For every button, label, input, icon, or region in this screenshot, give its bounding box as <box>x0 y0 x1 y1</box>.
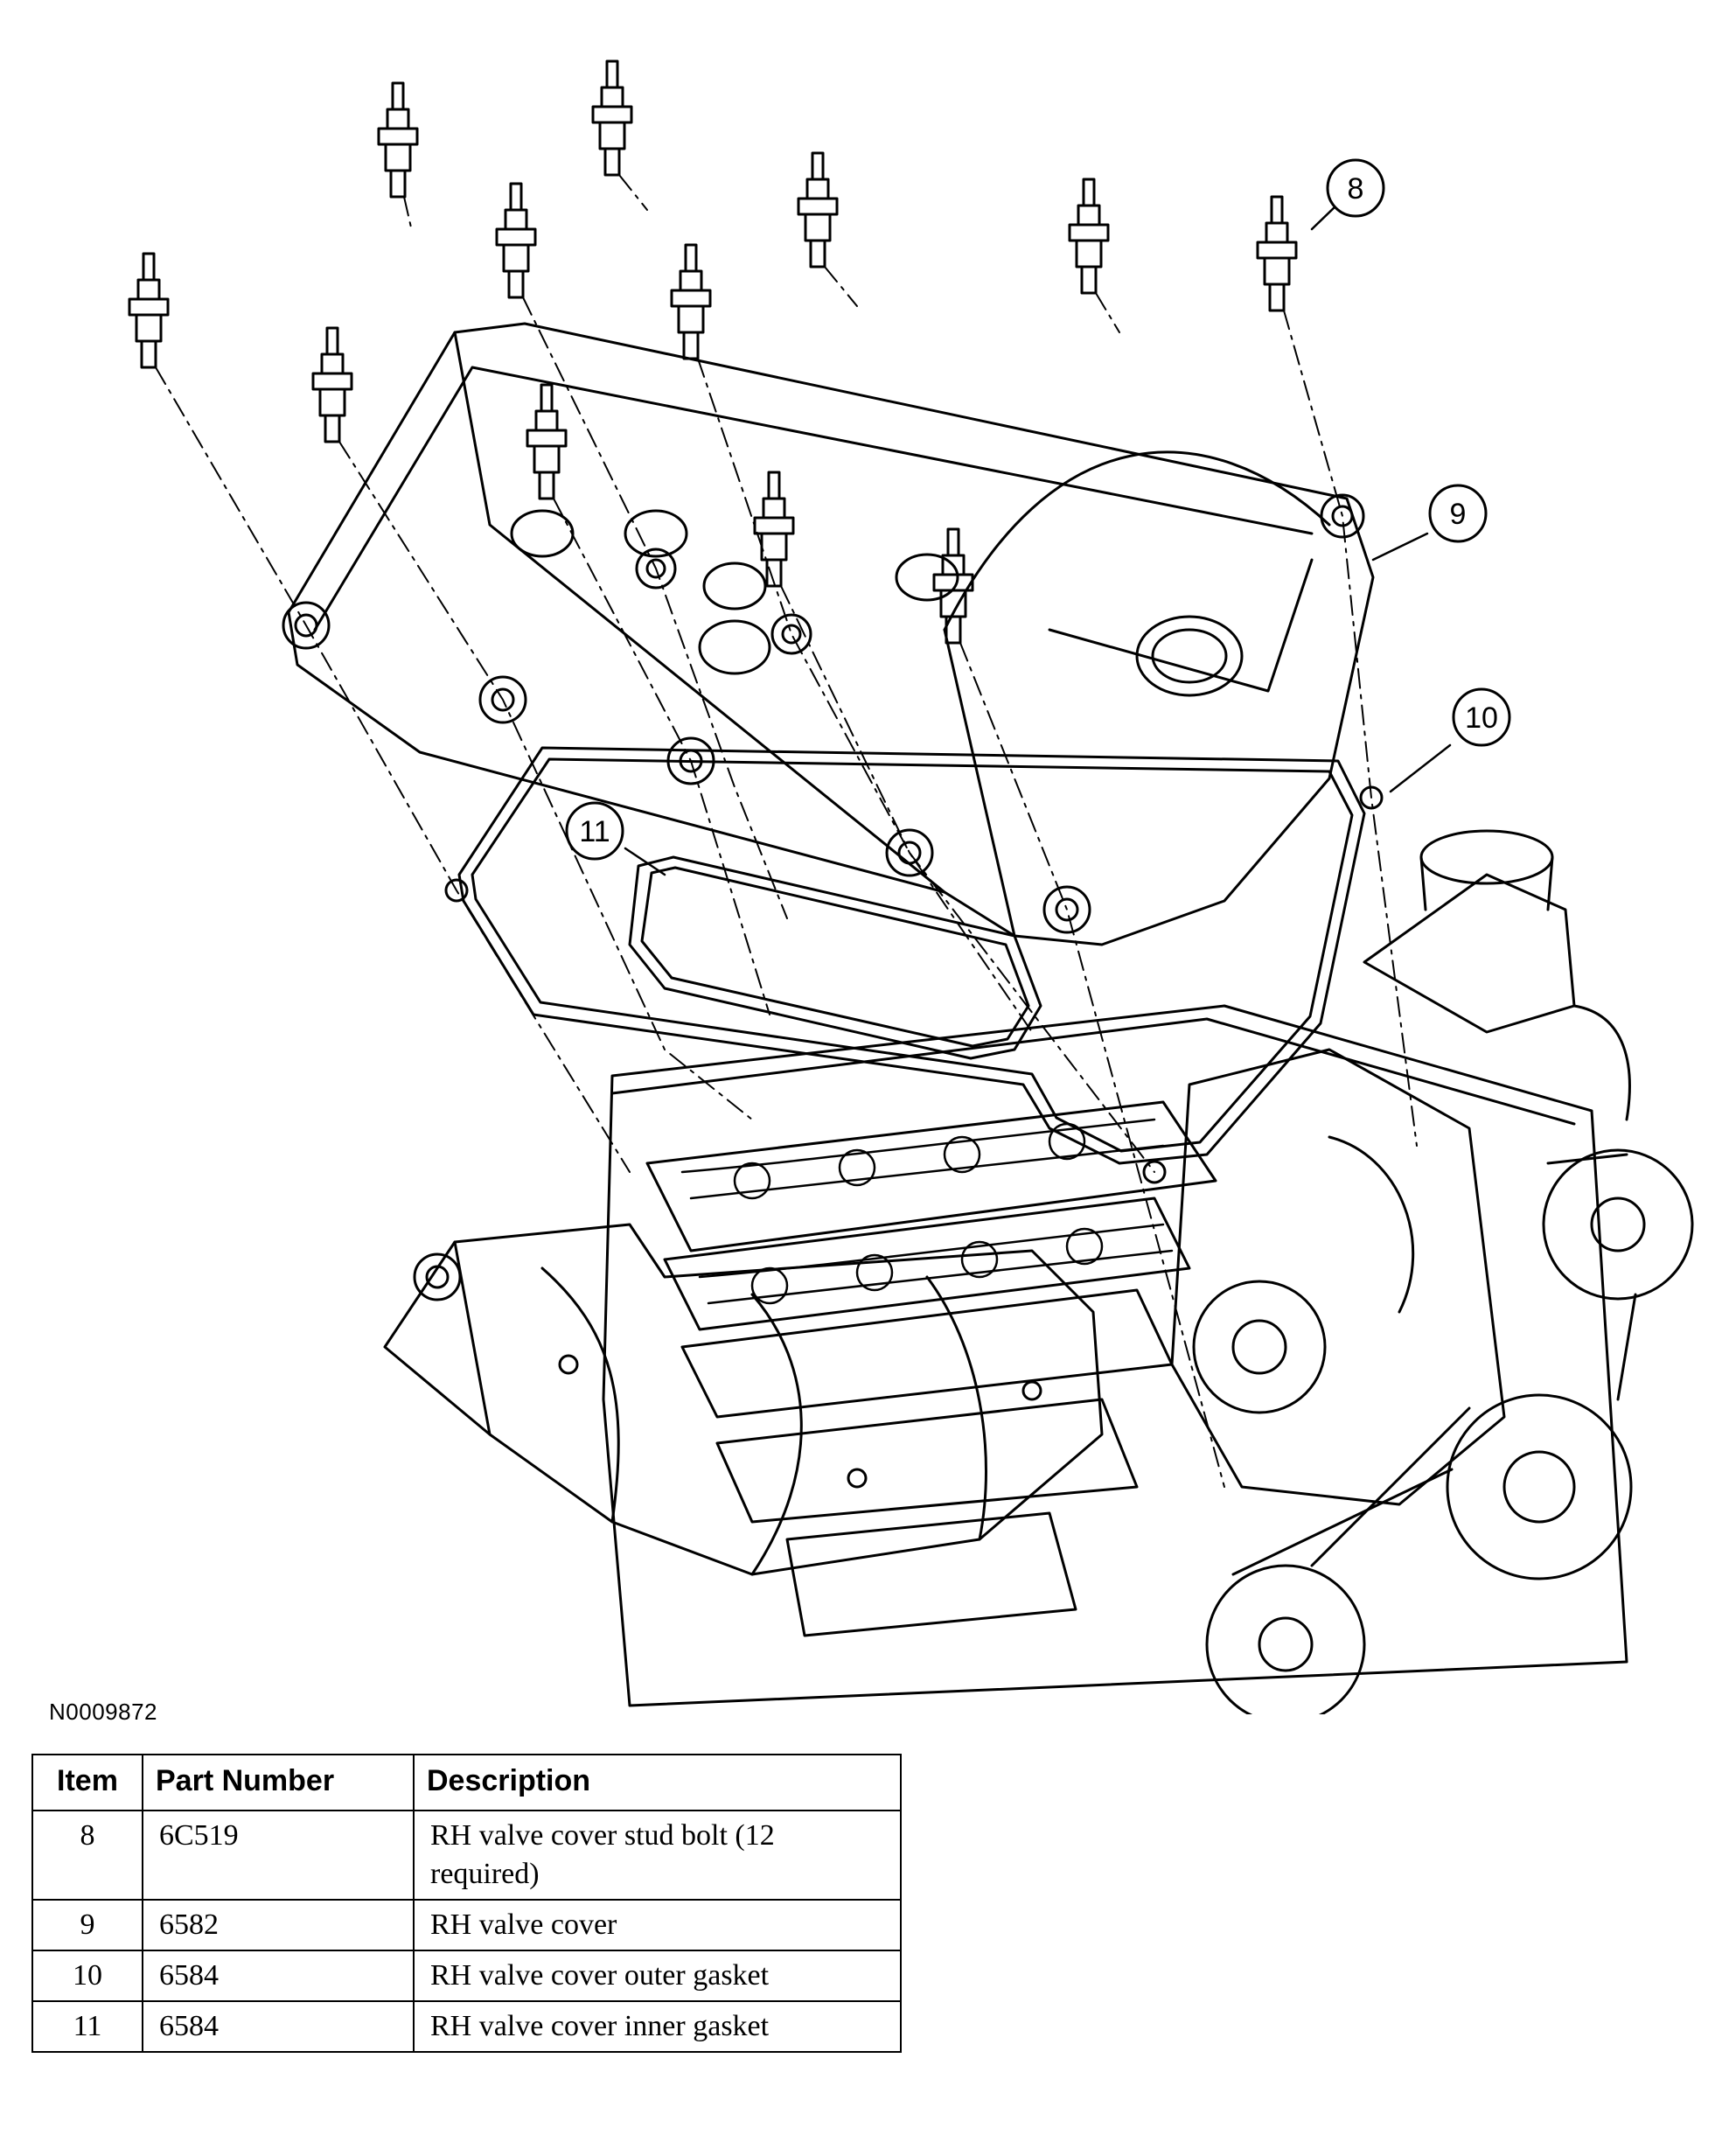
cell-part-number: 6584 <box>142 1950 415 2002</box>
header-part-number: Part Number <box>142 1754 415 1811</box>
parts-table: Item Part Number Description 8 6C519 RH … <box>31 1754 902 2053</box>
cell-item: 11 <box>31 2000 143 2053</box>
figure-id: N0009872 <box>49 1699 157 1725</box>
callout-11: 11 <box>579 815 610 848</box>
cell-item: 9 <box>31 1899 143 1951</box>
cell-item: 8 <box>31 1810 143 1901</box>
camshafts <box>680 1118 1174 1305</box>
stud-bolt <box>753 471 795 588</box>
cell-part-number: 6584 <box>142 2000 415 2053</box>
stud-bolt <box>1068 178 1110 295</box>
cell-description: RH valve cover outer gasket <box>413 1950 902 2002</box>
engine-valve-cover-diagram: 8 9 10 11 <box>128 59 1694 1714</box>
cell-part-number: 6582 <box>142 1899 415 1951</box>
engine-block <box>602 1004 1628 1707</box>
cell-item: 10 <box>31 1950 143 2002</box>
callout-8: 8 <box>1348 172 1364 206</box>
stud-bolt <box>495 182 537 299</box>
stud-bolt <box>311 326 353 443</box>
cell-description: RH valve cover <box>413 1899 902 1951</box>
alignment-lines <box>155 174 1418 1488</box>
callout-leaders <box>624 202 1452 876</box>
table-row: 8 6C519 RH valve cover stud bolt (12 req… <box>31 1810 902 1901</box>
table-row: 9 6582 RH valve cover <box>31 1899 902 1951</box>
header-item: Item <box>31 1754 143 1811</box>
table-row: 11 6584 RH valve cover inner gasket <box>31 2000 902 2053</box>
callout-9: 9 <box>1450 498 1467 531</box>
stud-bolt <box>932 527 974 645</box>
callout-10: 10 <box>1465 701 1498 735</box>
inner-gasket <box>628 855 1042 1060</box>
stud-bolt <box>526 383 568 500</box>
accessory-belt <box>1205 829 1694 1714</box>
header-description: Description <box>413 1754 902 1811</box>
cell-description: RH valve cover stud bolt (12 required) <box>413 1810 902 1901</box>
stud-bolt <box>128 252 170 369</box>
exhaust-manifold <box>383 1223 1104 1576</box>
stud-bolt <box>377 81 419 199</box>
stud-bolts <box>128 59 1298 645</box>
callout-circles <box>565 158 1511 861</box>
table-row: 10 6584 RH valve cover outer gasket <box>31 1950 902 2002</box>
stud-bolt <box>797 151 839 269</box>
stud-bolt <box>591 59 633 177</box>
valve-cover <box>282 322 1375 946</box>
cell-description: RH valve cover inner gasket <box>413 2000 902 2053</box>
stud-bolt <box>670 243 712 360</box>
table-header-row: Item Part Number Description <box>31 1754 902 1811</box>
cell-part-number: 6C519 <box>142 1810 415 1901</box>
stud-bolt <box>1256 195 1298 312</box>
